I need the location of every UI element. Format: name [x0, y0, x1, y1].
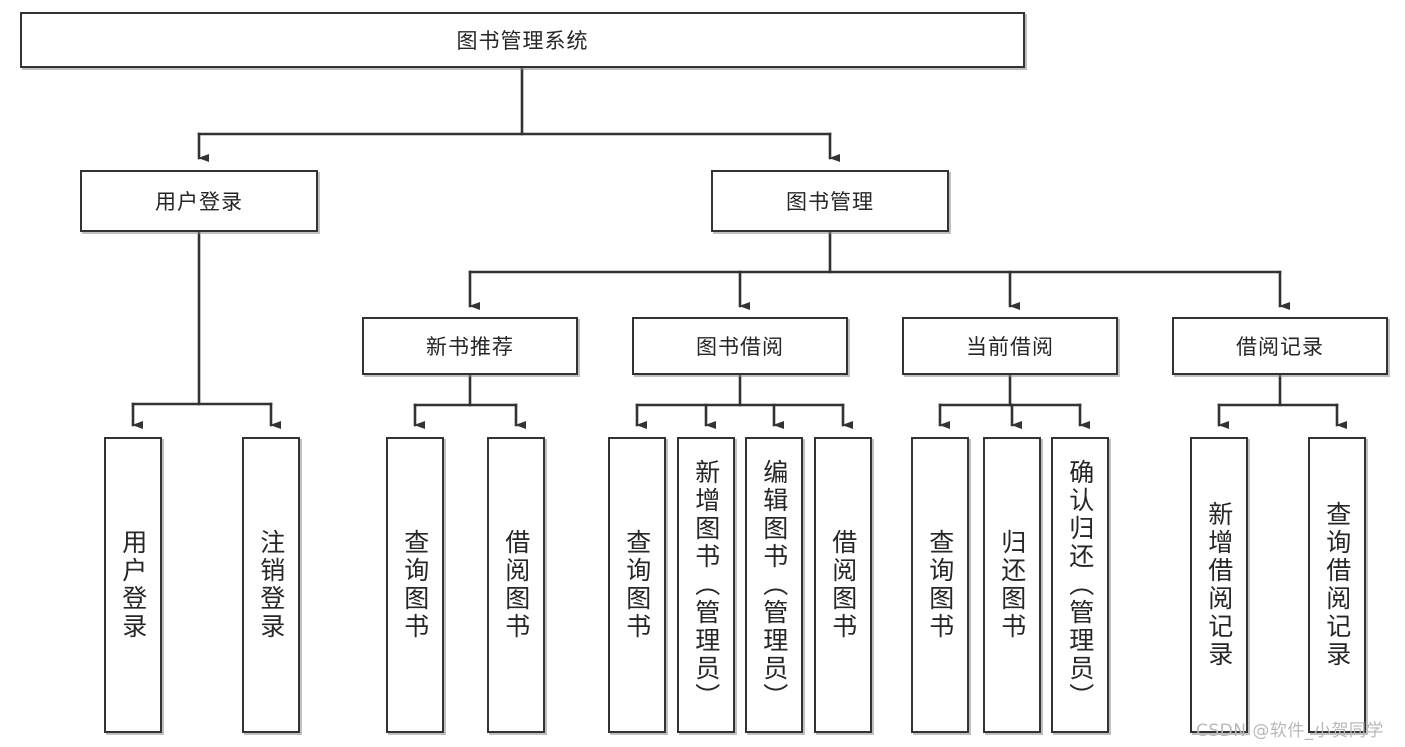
- node-label: 查询图书: [622, 529, 652, 641]
- csdn-watermark: CSDN @软件_小贺同学: [1196, 721, 1384, 741]
- node-label: 图书管理系统: [456, 29, 589, 53]
- node-book-manage[interactable]: 图书管理: [711, 170, 949, 232]
- node-label: 当前借阅: [966, 335, 1054, 359]
- node-leaf-query-record[interactable]: 查询借阅记录: [1308, 437, 1366, 733]
- node-label: 注销登录: [256, 529, 286, 641]
- node-borrow-record[interactable]: 借阅记录: [1172, 317, 1388, 375]
- node-root-system[interactable]: 图书管理系统: [20, 12, 1025, 68]
- node-label: 查询借阅记录: [1322, 501, 1352, 669]
- node-leaf-add-record[interactable]: 新增借阅记录: [1190, 437, 1248, 733]
- node-label: 归还图书: [997, 529, 1027, 641]
- node-label: 借阅图书: [501, 529, 531, 641]
- node-label: 图书借阅: [696, 335, 784, 359]
- node-label: 借阅记录: [1236, 335, 1324, 359]
- node-current-borrow[interactable]: 当前借阅: [902, 317, 1118, 375]
- node-label: 图书管理: [786, 190, 874, 214]
- node-label: 新增借阅记录: [1204, 501, 1234, 669]
- node-leaf-return-book[interactable]: 归还图书: [983, 437, 1041, 733]
- node-leaf-add-book[interactable]: 新增图书（管理员）: [677, 437, 735, 733]
- node-leaf-user-login[interactable]: 用户登录: [104, 437, 162, 733]
- node-leaf-borrow-book-2[interactable]: 借阅图书: [814, 437, 872, 733]
- node-label: 新增图书（管理员）: [691, 459, 721, 711]
- node-leaf-query-book-3[interactable]: 查询图书: [911, 437, 969, 733]
- node-label: 借阅图书: [828, 529, 858, 641]
- node-leaf-query-book-1[interactable]: 查询图书: [386, 437, 444, 733]
- node-label: 新书推荐: [426, 335, 514, 359]
- node-label: 确认归还（管理员）: [1065, 459, 1095, 711]
- node-user-login[interactable]: 用户登录: [80, 170, 318, 232]
- node-label: 查询图书: [400, 529, 430, 641]
- node-label: 用户登录: [155, 190, 243, 214]
- node-leaf-borrow-book-1[interactable]: 借阅图书: [487, 437, 545, 733]
- node-label: 用户登录: [118, 529, 148, 641]
- node-new-book-recommend[interactable]: 新书推荐: [362, 317, 578, 375]
- node-leaf-confirm-return[interactable]: 确认归还（管理员）: [1051, 437, 1109, 733]
- node-leaf-user-logout[interactable]: 注销登录: [242, 437, 300, 733]
- node-leaf-edit-book[interactable]: 编辑图书（管理员）: [745, 437, 803, 733]
- node-label: 查询图书: [925, 529, 955, 641]
- node-leaf-query-book-2[interactable]: 查询图书: [608, 437, 666, 733]
- node-label: 编辑图书（管理员）: [759, 459, 789, 711]
- node-book-borrow[interactable]: 图书借阅: [632, 317, 848, 375]
